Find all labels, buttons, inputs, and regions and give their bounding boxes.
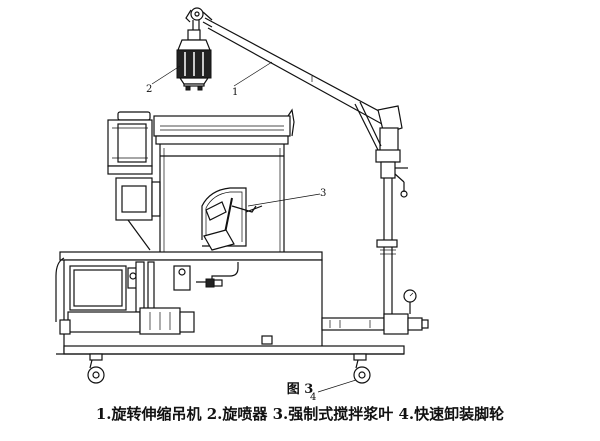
callout-1: 1 <box>232 87 238 98</box>
callout-3: 3 <box>320 188 326 199</box>
base-housing <box>55 251 405 355</box>
rotary-telescopic-crane <box>185 7 408 330</box>
leader-line-1 <box>233 61 273 87</box>
mixing-tank <box>153 108 295 258</box>
figure-title: 图 3 <box>286 382 314 397</box>
callout-labels: 2 1 3 4 <box>146 61 357 403</box>
forced-mixing-paddle <box>203 197 263 251</box>
leader-line-3 <box>247 193 321 207</box>
quick-release-casters <box>87 353 371 384</box>
rotary-sprayer <box>176 29 212 91</box>
drive-motor <box>107 111 161 251</box>
callout-2: 2 <box>146 84 152 95</box>
callout-4: 4 <box>310 392 316 403</box>
leader-line-2 <box>151 65 181 85</box>
figure-caption: 1.旋转伸缩吊机 2.旋喷器 3.强制式搅拌浆叶 4.快速卸装脚轮 <box>95 405 505 423</box>
leader-line-4 <box>317 379 357 393</box>
discharge-piping <box>321 289 429 335</box>
